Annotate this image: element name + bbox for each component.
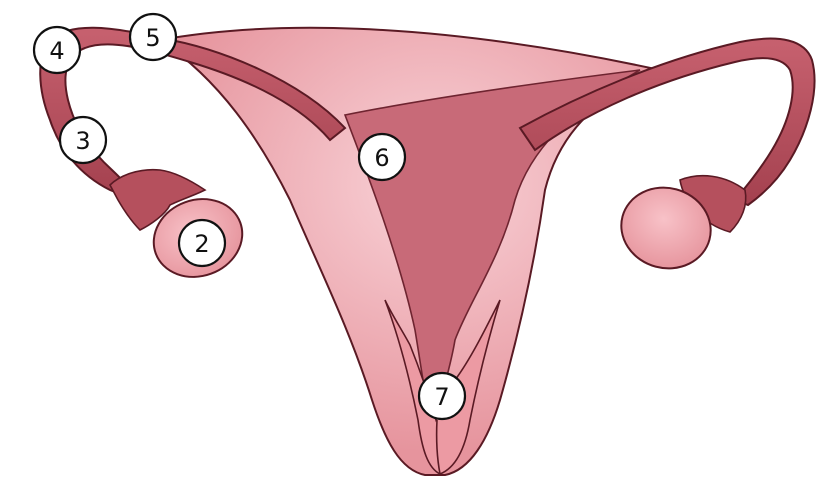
label-7-text: 7	[434, 383, 449, 411]
label-4-marker: 4	[34, 27, 80, 73]
label-5-text: 5	[145, 24, 160, 52]
label-3-marker: 3	[60, 117, 106, 163]
label-4-text: 4	[49, 37, 64, 65]
label-6-marker: 6	[359, 134, 405, 180]
label-6-text: 6	[374, 144, 389, 172]
label-2-text: 2	[194, 230, 209, 258]
label-7-marker: 7	[419, 373, 465, 419]
label-3-text: 3	[75, 127, 90, 155]
label-2-marker: 2	[179, 220, 225, 266]
label-5-marker: 5	[130, 14, 176, 60]
